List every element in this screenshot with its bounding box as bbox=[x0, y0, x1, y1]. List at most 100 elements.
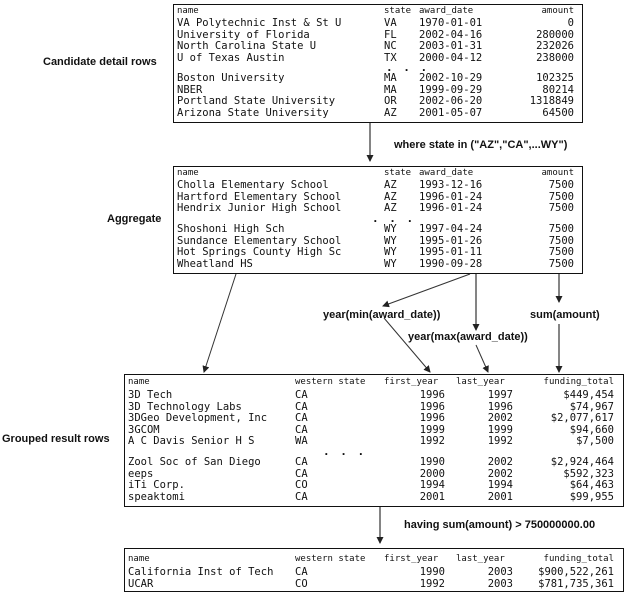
table-header-row: name western state first_year last_year … bbox=[125, 377, 623, 389]
cell-last-year: 2002 bbox=[487, 456, 513, 468]
cell-first-year: 1996 bbox=[419, 400, 445, 413]
cell-name: VA Polytechnic Inst & St U bbox=[177, 17, 342, 29]
cell-last-year: 1992 bbox=[487, 435, 513, 447]
cell-funding-total: $94,660 bbox=[569, 423, 614, 436]
cell-name: 3D Tech bbox=[128, 389, 173, 401]
cell-state: WY bbox=[384, 246, 397, 258]
cell-first-year: 2000 bbox=[419, 467, 445, 480]
cell-amount: 64500 bbox=[542, 106, 574, 119]
cell-funding-total: $592,323 bbox=[563, 467, 614, 480]
cell-amount: 7500 bbox=[548, 257, 574, 270]
cell-state: VA bbox=[384, 17, 397, 29]
final-result-table: name western state first_year last_year … bbox=[124, 548, 624, 592]
cell-amount: 232026 bbox=[536, 40, 574, 52]
cell-amount: 280000 bbox=[536, 28, 574, 41]
cell-amount: 7500 bbox=[548, 202, 574, 214]
cell-name: Hot Springs County High Sc bbox=[177, 246, 342, 258]
min-year-label: year(min(award_date)) bbox=[323, 309, 441, 321]
cell-western-state: CA bbox=[295, 423, 308, 436]
cell-award-date: 1995-01-11 bbox=[419, 246, 483, 258]
cell-state: WY bbox=[384, 257, 397, 270]
cell-name: UCAR bbox=[128, 577, 154, 590]
header-name: name bbox=[128, 554, 150, 564]
cell-award-date: 2000-04-12 bbox=[419, 51, 483, 64]
cell-last-year: 2001 bbox=[487, 490, 513, 503]
header-last-year: last_year bbox=[456, 554, 505, 564]
grouped-result-table: name western state first_year last_year … bbox=[124, 374, 624, 507]
cell-name: U of Texas Austin bbox=[177, 51, 285, 64]
cell-first-year: 1996 bbox=[419, 412, 445, 424]
cell-amount: 7500 bbox=[548, 234, 574, 247]
cell-award-date: 1996-01-24 bbox=[419, 190, 483, 203]
ellipsis: . . . bbox=[372, 212, 416, 225]
cell-last-year: 2002 bbox=[487, 467, 513, 480]
cell-name: iTi Corp. bbox=[128, 479, 185, 491]
header-first-year: first_year bbox=[384, 377, 439, 387]
cell-funding-total: $7,500 bbox=[576, 435, 614, 447]
cell-state: MA bbox=[384, 72, 397, 84]
cell-amount: 80214 bbox=[542, 83, 574, 96]
cell-state: WY bbox=[384, 223, 397, 235]
cell-western-state: CA bbox=[295, 412, 308, 424]
cell-award-date: 1990-09-28 bbox=[419, 257, 483, 270]
cell-funding-total: $64,463 bbox=[569, 479, 614, 491]
cell-funding-total: $2,077,617 bbox=[550, 412, 614, 424]
cell-award-date: 1970-01-01 bbox=[419, 17, 483, 29]
cell-award-date: 1996-01-24 bbox=[419, 202, 483, 214]
cell-western-state: CA bbox=[295, 566, 308, 578]
cell-last-year: 1994 bbox=[487, 479, 513, 491]
cell-last-year: 2003 bbox=[487, 566, 513, 578]
cell-first-year: 1992 bbox=[419, 577, 445, 590]
arrow-min-year-up bbox=[382, 273, 471, 308]
arrow-aggregate-to-grouped bbox=[202, 273, 237, 373]
cell-amount: 102325 bbox=[536, 72, 574, 84]
cell-award-date: 1993-12-16 bbox=[419, 179, 483, 191]
cell-name: Sundance Elementary School bbox=[177, 234, 342, 247]
cell-western-state: CO bbox=[295, 577, 308, 590]
header-award-date: award_date bbox=[419, 6, 474, 16]
cell-name: California Inst of Tech bbox=[128, 566, 274, 578]
header-first-year: first_year bbox=[384, 554, 439, 564]
cell-amount: 7500 bbox=[548, 190, 574, 203]
candidate-table: name state award_date amount VA Polytech… bbox=[173, 4, 583, 123]
cell-name: Hendrix Junior High School bbox=[177, 202, 342, 214]
cell-name: speaktomi bbox=[128, 490, 185, 503]
header-award-date: award_date bbox=[419, 168, 474, 178]
cell-western-state: CA bbox=[295, 400, 308, 413]
table-row: Arizona State University AZ 2001-05-07 6450… bbox=[174, 107, 582, 119]
cell-award-date: 2001-05-07 bbox=[419, 106, 483, 119]
cell-name: University of Florida bbox=[177, 28, 310, 41]
table-header-row: name western state first_year last_year … bbox=[125, 554, 623, 566]
cell-amount: 7500 bbox=[548, 179, 574, 191]
cell-western-state: CA bbox=[295, 456, 308, 468]
cell-western-state: CA bbox=[295, 467, 308, 480]
cell-western-state: CA bbox=[295, 490, 308, 503]
cell-name: NBER bbox=[177, 83, 203, 96]
cell-state: AZ bbox=[384, 106, 397, 119]
cell-name: North Carolina State U bbox=[177, 40, 317, 52]
cell-amount: 7500 bbox=[548, 223, 574, 235]
ellipsis: . . . bbox=[323, 445, 367, 458]
arrow-min-year-down bbox=[383, 317, 431, 373]
cell-name: Boston University bbox=[177, 72, 285, 84]
cell-funding-total: $2,924,464 bbox=[550, 456, 614, 468]
cell-amount: 238000 bbox=[536, 51, 574, 64]
table-header-row: name state award_date amount bbox=[174, 6, 582, 18]
cell-western-state: CO bbox=[295, 479, 308, 491]
cell-last-year: 2003 bbox=[487, 577, 513, 590]
cell-first-year: 1999 bbox=[419, 423, 445, 436]
cell-western-state: WA bbox=[295, 435, 308, 447]
cell-first-year: 1992 bbox=[419, 435, 445, 447]
cell-name: Arizona State University bbox=[177, 106, 329, 119]
